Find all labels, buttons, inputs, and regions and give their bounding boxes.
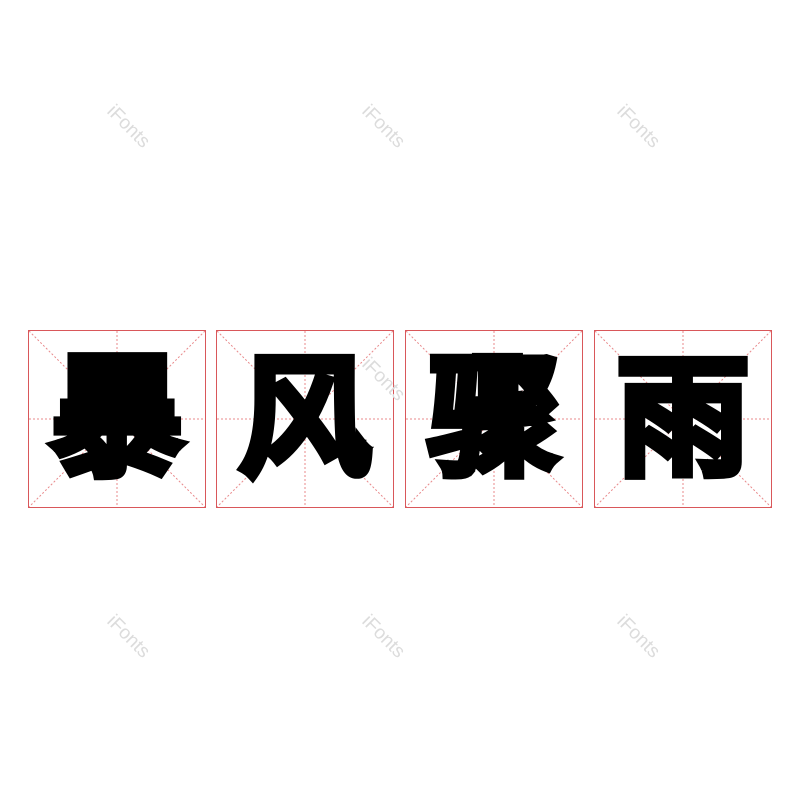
- character-yu: 雨: [614, 342, 753, 496]
- watermark-top-right: iFonts: [612, 100, 665, 153]
- watermark-bottom-right: iFonts: [612, 610, 665, 663]
- watermark-top-left: iFonts: [102, 100, 155, 153]
- grid-cell-4: 雨: [594, 330, 772, 508]
- grid-cell-2: 风: [216, 330, 394, 508]
- rice-grid-guides: [406, 331, 582, 507]
- watermark-bottom-left: iFonts: [102, 610, 155, 663]
- rice-grid-guides: [29, 331, 205, 507]
- character-bao: 暴: [48, 342, 187, 496]
- watermark-bottom-center: iFonts: [357, 610, 410, 663]
- rice-grid-guides: [217, 331, 393, 507]
- character-zhou: 骤: [425, 342, 564, 496]
- grid-cell-3: 骤: [405, 330, 583, 508]
- character-grid: 暴 风 骤 雨: [28, 330, 772, 508]
- grid-cell-1: 暴: [28, 330, 206, 508]
- watermark-top-center: iFonts: [357, 100, 410, 153]
- rice-grid-guides: [595, 331, 771, 507]
- character-feng: 风: [236, 342, 375, 496]
